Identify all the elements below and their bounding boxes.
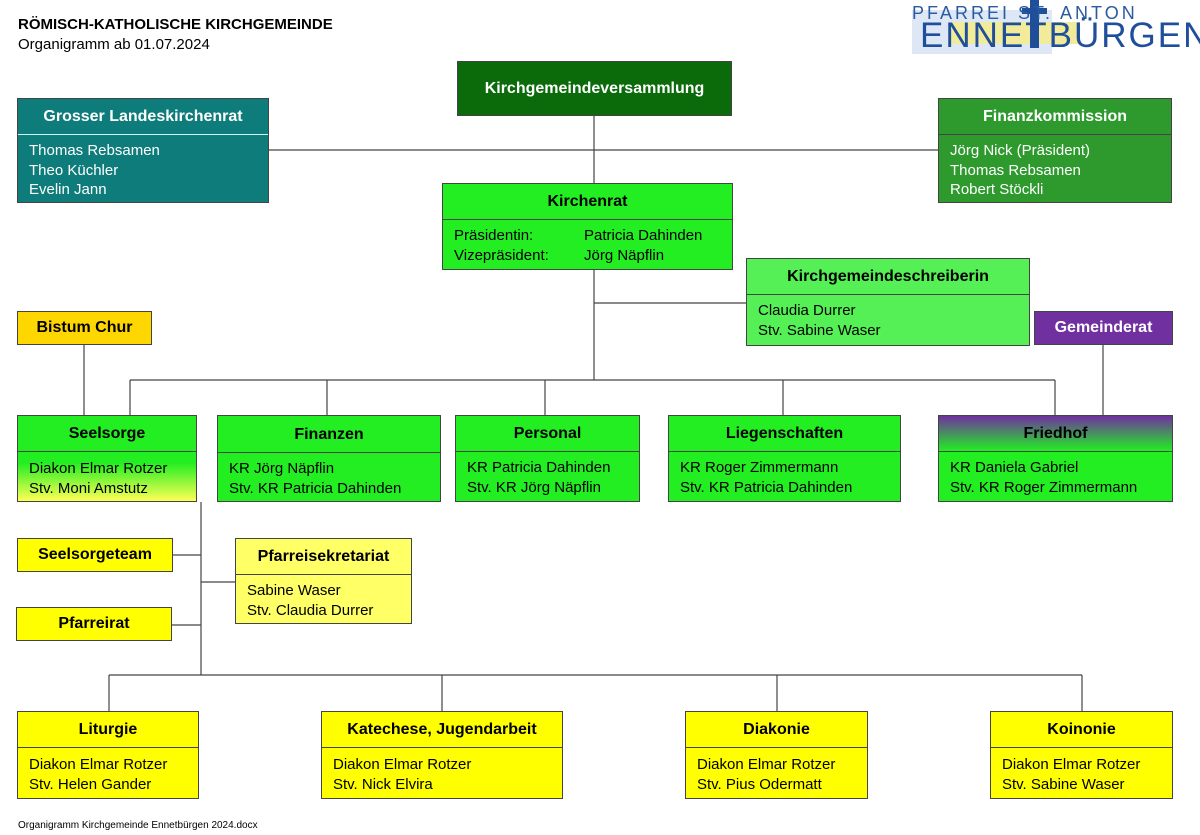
box-title: Bistum Chur — [36, 319, 133, 336]
member: Stv. KR Roger Zimmermann — [950, 478, 1138, 496]
logo-line1: PFARREI ST. ANTON — [912, 3, 1138, 23]
member: Evelin Jann — [29, 181, 107, 198]
member: Stv. Sabine Waser — [1002, 775, 1125, 793]
member: Sabine Waser — [247, 582, 341, 599]
member: Stv. KR Jörg Näpflin — [467, 478, 601, 496]
box-title: Koinonie — [1047, 721, 1116, 738]
member: KR Jörg Näpflin — [229, 460, 335, 477]
box-title: Personal — [513, 425, 582, 442]
box-liegenschaften: Liegenschaften KR Roger Zimmermann Stv. … — [668, 415, 901, 502]
member: Diakon Elmar Rotzer — [29, 756, 168, 773]
box-title: Kirchgemeindeversammlung — [484, 79, 705, 97]
box-title: Finanzkommission — [982, 108, 1128, 125]
member: Stv. KR Patricia Dahinden — [680, 478, 853, 496]
member: Stv. Claudia Durrer — [247, 601, 374, 619]
member: Stv. Nick Elvira — [333, 775, 433, 793]
role-label: Vizepräsident: — [454, 246, 549, 264]
page-subtitle: Organigramm ab 01.07.2024 — [18, 36, 210, 53]
member: Theo Küchler — [29, 161, 119, 179]
box-title: Gemeinderat — [1054, 319, 1153, 336]
box-kirchenrat: Kirchenrat Präsidentin: Patricia Dahinde… — [442, 183, 733, 270]
box-finanzkommission: Finanzkommission Jörg Nick (Präsident) T… — [938, 98, 1172, 203]
box-title: Liturgie — [78, 721, 138, 738]
parish-logo: PFARREI ST. ANTON ENNETBÜRGEN — [910, 0, 1200, 56]
box-personal: Personal KR Patricia Dahinden Stv. KR Jö… — [455, 415, 640, 502]
box-friedhof: Friedhof KR Daniela Gabriel Stv. KR Roge… — [938, 415, 1173, 502]
member: Stv. Moni Amstutz — [29, 479, 148, 497]
logo-line2: ENNETBÜRGEN — [920, 16, 1200, 55]
kirchenrat-row: Vizepräsident: Jörg Näpflin — [454, 246, 732, 266]
box-title: Katechese, Jugendarbeit — [347, 721, 537, 738]
box-diakonie: Diakonie Diakon Elmar Rotzer Stv. Pius O… — [685, 711, 868, 799]
box-title: Seelsorge — [68, 425, 146, 442]
box-title: Diakonie — [743, 721, 810, 738]
member: Stv. KR Patricia Dahinden — [229, 479, 402, 497]
box-title: Finanzen — [294, 426, 364, 443]
box-koinonie: Koinonie Diakon Elmar Rotzer Stv. Sabine… — [990, 711, 1173, 799]
box-title: Liegenschaften — [725, 425, 844, 442]
member: Thomas Rebsamen — [950, 161, 1081, 179]
kirchenrat-row: Präsidentin: Patricia Dahinden — [454, 226, 732, 246]
footer-filename: Organigramm Kirchgemeinde Ennetbürgen 20… — [18, 820, 258, 831]
member: Diakon Elmar Rotzer — [697, 756, 836, 773]
box-gemeinderat: Gemeinderat — [1034, 311, 1173, 345]
member: Jörg Nick (Präsident) — [950, 142, 1091, 159]
box-grosser-landeskirchenrat: Grosser Landeskirchenrat Thomas Rebsamen… — [17, 98, 269, 203]
member: Robert Stöckli — [950, 181, 1044, 198]
member: Diakon Elmar Rotzer — [29, 460, 168, 477]
box-kirchgemeindeschreiberin: Kirchgemeindeschreiberin Claudia Durrer … — [746, 258, 1030, 346]
box-pfarreisekretariat: Pfarreisekretariat Sabine Waser Stv. Cla… — [235, 538, 412, 624]
box-title: Seelsorgeteam — [38, 546, 152, 563]
member: KR Patricia Dahinden — [467, 459, 611, 476]
member: KR Daniela Gabriel — [950, 459, 1079, 476]
member: Claudia Durrer — [758, 302, 856, 319]
role-name: Jörg Näpflin — [584, 246, 665, 264]
box-title: Pfarreisekretariat — [257, 548, 390, 565]
member: Stv. Helen Gander — [29, 775, 152, 793]
box-pfarreirat: Pfarreirat — [16, 607, 172, 641]
box-title: Friedhof — [939, 416, 1172, 451]
box-finanzen: Finanzen KR Jörg Näpflin Stv. KR Patrici… — [217, 415, 441, 502]
box-title: Kirchenrat — [547, 193, 628, 210]
page-title: RÖMISCH-KATHOLISCHE KIRCHGEMEINDE — [18, 16, 333, 33]
box-seelsorge: Seelsorge Diakon Elmar Rotzer Stv. Moni … — [17, 415, 197, 502]
member: KR Roger Zimmermann — [680, 459, 839, 476]
role-label: Präsidentin: — [454, 227, 534, 244]
member: Stv. Pius Odermatt — [697, 775, 822, 793]
box-kirchgemeindeversammlung: Kirchgemeindeversammlung — [457, 61, 732, 116]
box-title: Kirchgemeindeschreiberin — [787, 268, 989, 285]
role-name: Patricia Dahinden — [584, 227, 703, 244]
member: Diakon Elmar Rotzer — [333, 756, 472, 773]
box-seelsorgeteam: Seelsorgeteam — [17, 538, 173, 572]
box-title: Pfarreirat — [58, 615, 130, 632]
member: Stv. Sabine Waser — [758, 321, 881, 339]
box-katechese-jugendarbeit: Katechese, Jugendarbeit Diakon Elmar Rot… — [321, 711, 563, 799]
box-liturgie: Liturgie Diakon Elmar Rotzer Stv. Helen … — [17, 711, 199, 799]
box-bistum-chur: Bistum Chur — [17, 311, 152, 345]
member: Thomas Rebsamen — [29, 142, 160, 159]
member: Diakon Elmar Rotzer — [1002, 756, 1141, 773]
box-title: Grosser Landeskirchenrat — [43, 108, 243, 125]
